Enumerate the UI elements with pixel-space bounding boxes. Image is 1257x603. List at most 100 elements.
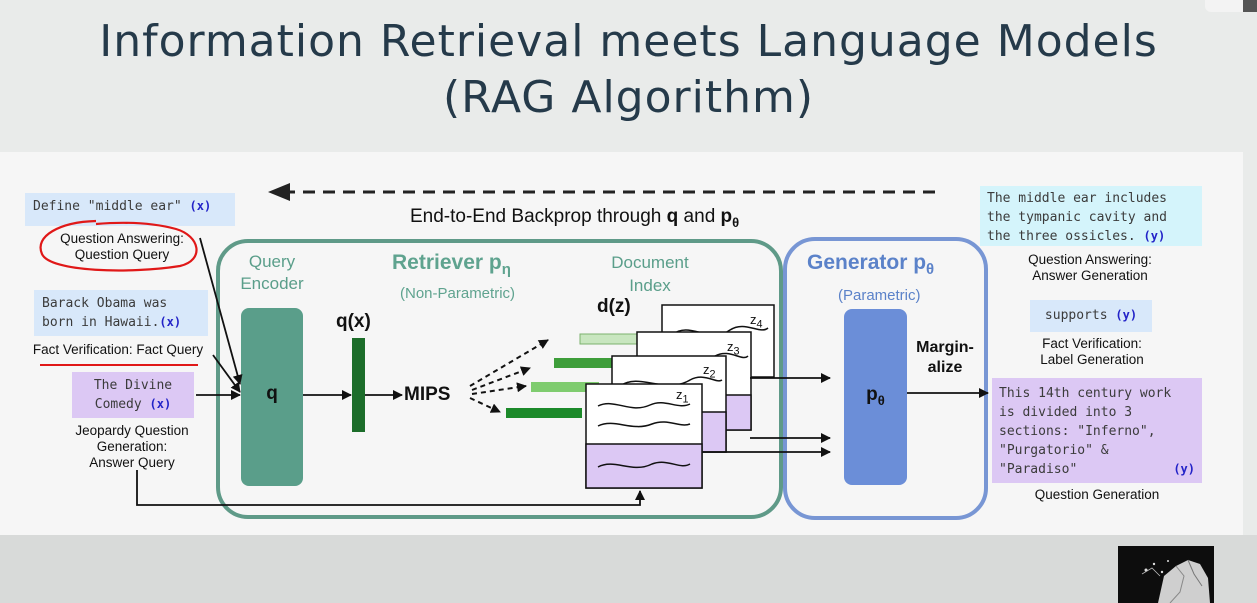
doc-vector-bar	[554, 358, 630, 368]
doc-label-z2: z2	[703, 362, 716, 381]
caption-jeopardy-query: Jeopardy Question Generation: Answer Que…	[52, 423, 212, 471]
mips-label: MIPS	[404, 384, 451, 405]
caption-fact-query: Fact Verification: Fact Query	[18, 342, 218, 358]
caption-line: Answer Query	[89, 455, 175, 470]
input-var-question: (x)	[189, 199, 212, 213]
doc-z: z	[750, 312, 757, 327]
slide-title: Information Retrieval meets Language Mod…	[0, 14, 1257, 126]
caption-line: Jeopardy Question	[75, 423, 189, 438]
output-text-line: This 14th century work	[999, 386, 1172, 401]
backprop-mid: and	[678, 206, 721, 227]
q-block-label: q	[266, 383, 278, 404]
doc-sub: 1	[682, 393, 689, 406]
marginalize-label: Margin- alize	[905, 338, 985, 378]
marginalize-line: Margin-	[916, 339, 974, 356]
mips-dashed-arrows	[469, 339, 549, 413]
avatar-image	[1141, 559, 1210, 603]
caption-line: Question Generation	[1034, 487, 1160, 502]
backprop-arrow-head	[268, 183, 290, 201]
retriever-box	[216, 239, 783, 519]
window-corner-control[interactable]	[1205, 0, 1257, 12]
backprop-p-sub: θ	[732, 214, 740, 230]
retriever-title: Retriever pη	[392, 251, 511, 278]
retriever-title-text: Retriever p	[392, 251, 502, 274]
arrow-question-to-encoder	[199, 237, 243, 385]
retriever-subtitle: (Non-Parametric)	[400, 285, 516, 302]
input-var-fact: (x)	[159, 315, 182, 329]
doc-label-z4: z4	[750, 312, 763, 331]
caption-line: Fact Verification:	[1042, 336, 1142, 351]
query-encoder-label: Query Encoder	[236, 251, 308, 295]
backprop-q: q	[666, 206, 679, 227]
doc-label-z3: z3	[727, 339, 740, 358]
red-circle-annotation	[39, 219, 198, 272]
doc-z: z	[676, 387, 683, 402]
doc-sub: 3	[733, 345, 740, 358]
doc-z: z	[727, 339, 734, 354]
caption-line: Question Answering:	[60, 231, 184, 246]
output-text-line: supports	[1044, 308, 1108, 323]
input-box-jeopardy: The Divine Comedy (x)	[72, 372, 194, 418]
generator-block	[844, 309, 907, 485]
caption-line: Fact Verification: Fact Query	[32, 342, 204, 357]
output-var-answer: (y)	[1143, 229, 1166, 243]
output-box-question-gen: This 14th century work is divided into 3…	[992, 378, 1202, 483]
generator-block-p: p	[866, 384, 878, 405]
output-text-line: the tympanic cavity and	[987, 210, 1168, 225]
query-encoder-line: Encoder	[240, 274, 304, 293]
marginalize-line: alize	[927, 359, 963, 376]
generator-subtitle: (Parametric)	[838, 287, 921, 304]
input-text-line: born in Hawaii.	[42, 315, 160, 330]
generator-title-text: Generator p	[807, 251, 927, 274]
doc-sub: 2	[709, 368, 716, 381]
doc-sub: 4	[756, 318, 763, 331]
caption-line: Answer Generation	[1032, 268, 1148, 283]
generator-block-label: pθ	[844, 384, 907, 408]
input-box-fact: Barack Obama was born in Hawaii.(x)	[34, 290, 208, 336]
input-to-doc-line	[136, 470, 645, 506]
input-text-line: Barack Obama was	[42, 296, 168, 311]
caption-question-generation: Question Generation	[1010, 487, 1184, 503]
doc-index-line: Index	[629, 276, 671, 295]
caption-question-query: Question Answering: Question Query	[32, 231, 212, 263]
input-box-question: Define "middle ear" (x)	[25, 193, 235, 226]
caption-line: Label Generation	[1040, 352, 1144, 367]
slide-title-line2: (RAG Algorithm)	[442, 72, 815, 123]
output-text-line: "Purgatorio" &	[999, 443, 1109, 458]
caption-line: Question Answering:	[1028, 252, 1152, 267]
output-text-line: sections: "Inferno",	[999, 424, 1156, 439]
generator-block-sub: θ	[877, 392, 885, 408]
doc-vector-bar	[506, 408, 582, 418]
document-stack	[585, 304, 775, 489]
document-z1	[585, 383, 703, 489]
output-text-line: The middle ear includes	[987, 191, 1168, 206]
output-text-line: the three ossicles.	[987, 229, 1136, 244]
doc-z: z	[703, 362, 710, 377]
query-encoder-line: Query	[248, 252, 296, 271]
output-box-answer: The middle ear includes the tympanic cav…	[980, 186, 1202, 246]
generator-title-sub: θ	[926, 261, 935, 279]
backprop-prefix: End-to-End Backprop through	[410, 206, 667, 227]
backprop-label: End-to-End Backprop through q and pθ	[410, 206, 739, 232]
input-var-jeopardy: (x)	[149, 397, 172, 411]
retriever-title-sub: η	[501, 261, 511, 279]
input-text-line: The Divine	[93, 378, 173, 393]
backprop-p: p	[720, 206, 733, 227]
output-var-question-gen: (y)	[1173, 462, 1195, 476]
dz-label: d(z)	[597, 296, 631, 317]
output-var-supports: (y)	[1115, 308, 1138, 322]
arrow-fact-to-encoder	[212, 354, 241, 393]
query-encoder-block	[241, 308, 303, 486]
input-text-question: Define "middle ear"	[33, 199, 182, 214]
output-text-line: "Paradiso"	[999, 462, 1078, 477]
slide-footer-band	[0, 535, 1257, 603]
caption-label-generation: Fact Verification: Label Generation	[1010, 336, 1174, 368]
caption-line: Question Query	[74, 247, 170, 262]
output-text-line: is divided into 3	[999, 405, 1133, 420]
presenter-avatar	[1118, 546, 1214, 603]
doc-vector-bar	[531, 382, 599, 392]
generator-title: Generator pθ	[807, 251, 934, 278]
caption-answer-generation: Question Answering: Answer Generation	[1000, 252, 1180, 284]
slide-title-line1: Information Retrieval meets Language Mod…	[99, 16, 1158, 67]
